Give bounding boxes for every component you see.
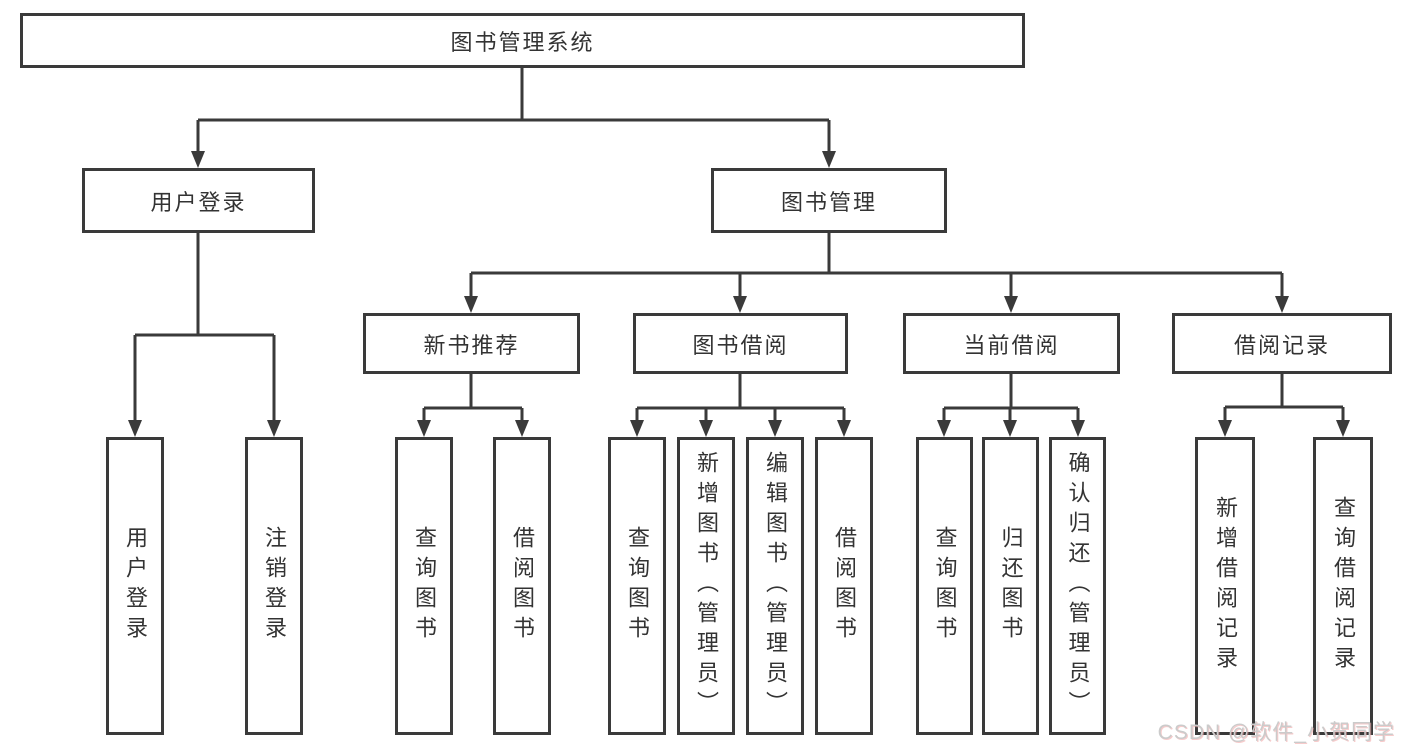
node-book-borrow: 图书借阅 xyxy=(633,313,848,374)
leaf-query-books-current: 查询图书 xyxy=(916,437,973,735)
connector-book-borrow-to-leaves xyxy=(630,374,851,437)
arrowhead-down xyxy=(768,420,782,437)
arrowhead-down xyxy=(1218,420,1232,437)
node-borrow-records: 借阅记录 xyxy=(1172,313,1392,374)
leaf-return-books: 归还图书 xyxy=(982,437,1039,735)
leaf-return-books-label: 归还图书 xyxy=(998,526,1024,646)
leaf-confirm-return-admin-label: 确认归还（管理员） xyxy=(1065,451,1091,721)
arrowhead-down xyxy=(1275,296,1289,313)
connector-book-management-to-level3 xyxy=(464,233,1289,313)
connector-root-to-level2 xyxy=(191,68,836,168)
leaf-query-borrow-record-label: 查询借阅记录 xyxy=(1331,496,1356,676)
connector-new-book-to-leaves xyxy=(417,374,529,437)
leaf-confirm-return-admin: 确认归还（管理员） xyxy=(1049,437,1106,735)
node-root-system: 图书管理系统 xyxy=(20,13,1025,68)
leaf-borrow-books-recommend: 借阅图书 xyxy=(493,437,551,735)
connector-user-login-to-leaves xyxy=(128,233,281,437)
arrowhead-down xyxy=(1003,420,1017,437)
leaf-query-books-borrow: 查询图书 xyxy=(608,437,666,735)
arrowhead-down xyxy=(417,420,431,437)
arrowhead-down xyxy=(1336,420,1350,437)
arrowhead-down xyxy=(191,151,205,168)
node-user-login-label: 用户登录 xyxy=(150,189,247,215)
leaf-borrow-books-recommend-label: 借阅图书 xyxy=(510,526,535,646)
node-current-borrow: 当前借阅 xyxy=(903,313,1120,374)
node-book-management: 图书管理 xyxy=(711,168,947,233)
arrowhead-down xyxy=(128,420,142,437)
node-book-borrow-label: 图书借阅 xyxy=(692,332,789,358)
csdn-watermark: CSDN @软件_小贺同学 xyxy=(1157,721,1395,744)
leaf-logout: 注销登录 xyxy=(245,437,303,735)
leaf-query-books-recommend: 查询图书 xyxy=(395,437,453,735)
leaf-add-borrow-record-label: 新增借阅记录 xyxy=(1213,496,1238,676)
arrowhead-down xyxy=(464,296,478,313)
leaf-query-books-recommend-label: 查询图书 xyxy=(412,526,437,646)
leaf-query-borrow-record: 查询借阅记录 xyxy=(1313,437,1373,735)
node-new-book-recommend: 新书推荐 xyxy=(363,313,580,374)
node-new-book-recommend-label: 新书推荐 xyxy=(423,332,520,358)
leaf-borrow-books-label: 借阅图书 xyxy=(832,526,857,646)
node-root-label: 图书管理系统 xyxy=(450,29,595,55)
node-book-management-label: 图书管理 xyxy=(780,189,877,215)
connector-borrow-records-to-leaves xyxy=(1218,374,1350,437)
arrowhead-down xyxy=(1004,296,1018,313)
leaf-logout-label: 注销登录 xyxy=(262,526,287,646)
leaf-query-books-current-label: 查询图书 xyxy=(932,526,958,646)
connector-current-borrow-to-leaves xyxy=(937,374,1085,437)
node-current-borrow-label: 当前借阅 xyxy=(963,332,1060,358)
leaf-edit-books-admin-label: 编辑图书（管理员） xyxy=(763,451,788,721)
arrowhead-down xyxy=(837,420,851,437)
arrowhead-down xyxy=(630,420,644,437)
node-user-login: 用户登录 xyxy=(82,168,315,233)
leaf-add-books-admin-label: 新增图书（管理员） xyxy=(694,451,719,721)
leaf-query-books-borrow-label: 查询图书 xyxy=(625,526,650,646)
arrowhead-down xyxy=(515,420,529,437)
leaf-user-login-label: 用户登录 xyxy=(123,526,148,646)
leaf-add-books-admin: 新增图书（管理员） xyxy=(677,437,735,735)
arrowhead-down xyxy=(267,420,281,437)
arrowhead-down xyxy=(1071,420,1085,437)
node-borrow-records-label: 借阅记录 xyxy=(1233,332,1330,358)
leaf-edit-books-admin: 编辑图书（管理员） xyxy=(746,437,804,735)
arrowhead-down xyxy=(822,151,836,168)
arrowhead-down xyxy=(937,420,951,437)
leaf-add-borrow-record: 新增借阅记录 xyxy=(1195,437,1255,735)
leaf-borrow-books: 借阅图书 xyxy=(815,437,873,735)
arrowhead-down xyxy=(733,296,747,313)
leaf-user-login: 用户登录 xyxy=(106,437,164,735)
arrowhead-down xyxy=(699,420,713,437)
